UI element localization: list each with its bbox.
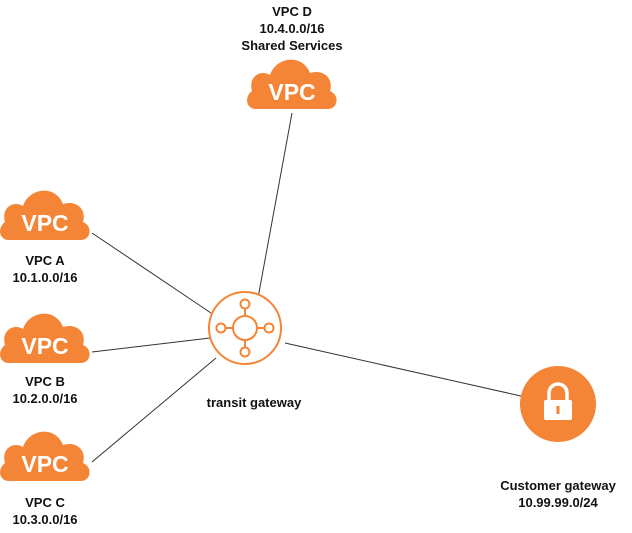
edge-vpc-b-to-tgw [91, 337, 211, 353]
transit-gateway-hub-icon[interactable] [208, 291, 282, 365]
vpc-a-badge: VPC [21, 210, 68, 236]
vpc-a-name: VPC A [25, 253, 65, 268]
vpc-d-badge: VPC [268, 79, 315, 105]
vpc-c-badge: VPC [21, 451, 68, 477]
vpc-d-label: VPC D 10.4.0.0/16 Shared Services [241, 3, 342, 54]
vpc-d-note: Shared Services [241, 38, 343, 53]
connectors [91, 112, 522, 463]
vpc-d-name: VPC D [272, 4, 312, 19]
vpc-a-cidr: 10.1.0.0/16 [12, 270, 78, 285]
customer-gateway-cidr: 10.99.99.0/24 [518, 495, 598, 510]
vpc-a-label: VPC A 10.1.0.0/16 [12, 252, 77, 286]
vpc-d-cidr: 10.4.0.0/16 [259, 21, 325, 36]
edge-vpc-a-to-tgw [91, 232, 212, 314]
vpc-d-cloud-icon[interactable]: VPC [247, 59, 337, 109]
vpc-b-cidr: 10.2.0.0/16 [12, 391, 78, 406]
edge-vpc-c-to-tgw [91, 357, 217, 463]
transit-gateway-label: transit gateway [207, 394, 302, 411]
vpc-c-label: VPC C 10.3.0.0/16 [12, 494, 77, 528]
customer-gateway-label: Customer gateway 10.99.99.0/24 [500, 477, 616, 511]
transit-gateway-name: transit gateway [206, 395, 302, 410]
vpc-b-name: VPC B [25, 374, 65, 389]
vpc-b-label: VPC B 10.2.0.0/16 [12, 373, 77, 407]
edge-tgw-to-cgw [284, 342, 522, 397]
vpc-b-cloud-icon[interactable]: VPC [0, 313, 90, 363]
vpc-a-cloud-icon[interactable]: VPC [0, 190, 90, 240]
customer-gateway-lock-icon[interactable] [520, 366, 596, 442]
vpc-c-name: VPC C [25, 495, 65, 510]
customer-gateway-name: Customer gateway [500, 478, 616, 493]
vpc-c-cloud-icon[interactable]: VPC [0, 431, 90, 481]
vpc-c-cidr: 10.3.0.0/16 [12, 512, 78, 527]
edge-vpc-d-to-tgw [257, 112, 293, 299]
vpc-b-badge: VPC [21, 333, 68, 359]
